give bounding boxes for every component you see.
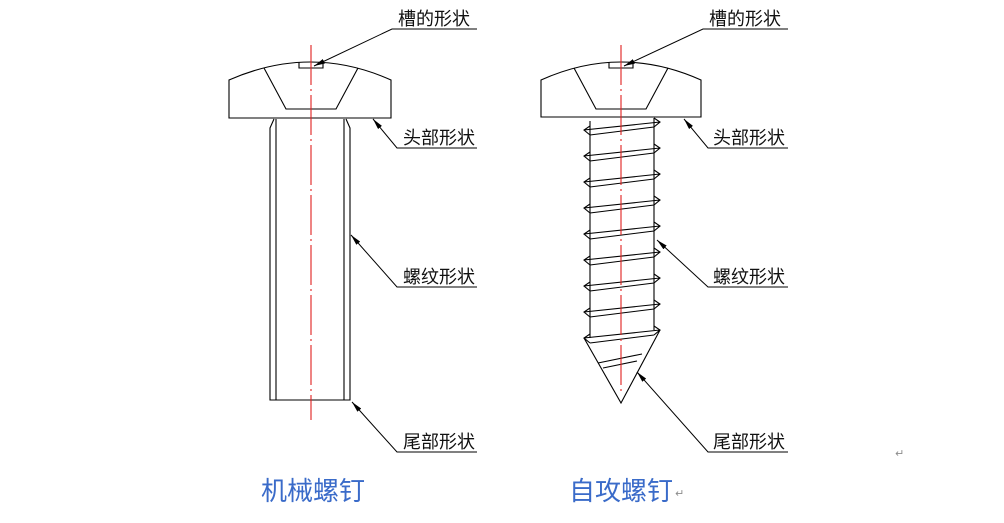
leader-head-left [372, 118, 477, 149]
leader-tail-left [351, 401, 477, 453]
label-head-right: 头部形状 [713, 128, 785, 149]
label-thread-left: 螺纹形状 [403, 267, 475, 288]
thread-crest [583, 299, 661, 318]
leader-slot-right [623, 28, 788, 67]
leader-slot-left [313, 28, 477, 67]
thread-crest [583, 169, 661, 188]
self-tapping-screw [540, 45, 702, 405]
paragraph-mark-icon: ↵ [895, 447, 904, 460]
caption-self-tapping-screw: 自攻螺钉 [569, 477, 673, 507]
self-tapping-screw-cone [583, 329, 661, 405]
thread-crest [583, 247, 661, 266]
label-thread-right: 螺纹形状 [713, 267, 785, 288]
thread-crest [583, 325, 661, 344]
leader-thread-right [656, 239, 788, 288]
thread-crest [583, 273, 661, 292]
machine-screw-shank-outline [269, 118, 351, 401]
thread-crest [583, 195, 661, 214]
self-tapping-screw-cone-spiral [597, 353, 643, 369]
leader-tail-right [636, 371, 788, 453]
thread-crest [583, 117, 661, 136]
machine-screw [228, 45, 392, 420]
label-slot-left: 槽的形状 [398, 9, 470, 30]
self-tapping-screw-threads [583, 117, 661, 344]
label-tail-left: 尾部形状 [403, 432, 475, 453]
machine-screw-annotations: 槽的形状 头部形状 螺纹形状 尾部形状 [313, 9, 477, 453]
paragraph-mark-icon: ↵ [675, 487, 684, 500]
thread-crest [583, 143, 661, 162]
label-slot-right: 槽的形状 [709, 9, 781, 30]
machine-screw-head [228, 61, 392, 119]
label-head-left: 头部形状 [403, 128, 475, 149]
label-tail-right: 尾部形状 [713, 432, 785, 453]
self-tapping-screw-annotations: 槽的形状 头部形状 螺纹形状 尾部形状 [623, 9, 788, 453]
caption-machine-screw: 机械螺钉 [261, 477, 365, 507]
leader-head-right [683, 118, 788, 149]
leader-thread-left [350, 234, 477, 288]
thread-crest [583, 221, 661, 240]
